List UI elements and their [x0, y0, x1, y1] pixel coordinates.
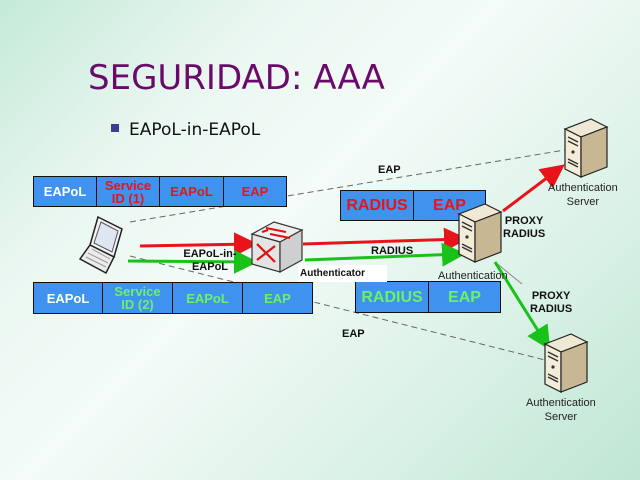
- eap-dashed-line-bottom: [129, 255, 546, 361]
- frame-bottom-cell-eapol-inner: EAPoL: [173, 283, 243, 313]
- radius-bottom-cell-radius: RADIUS: [356, 282, 429, 312]
- proxy-server-icon: [457, 203, 503, 263]
- proxy-radius-label-bottom: PROXY RADIUS: [530, 290, 573, 315]
- radius-frame-bottom: RADIUS EAP: [355, 281, 501, 313]
- authenticator-label: Authenticator: [298, 265, 387, 282]
- radius-top-cell-radius: RADIUS: [341, 191, 414, 220]
- red-flow-switch-proxy: [302, 227, 468, 252]
- laptop-icon: [78, 215, 123, 275]
- eap-label-bottom: EAP: [342, 328, 365, 340]
- eapol-in-eapol-label: EAPoL-in- EAPoL: [183, 248, 237, 273]
- bullet-square-icon: [111, 124, 119, 132]
- frame-top-cell-eapol-inner: EAPoL: [160, 177, 224, 206]
- frame-bottom-cell-eap: EAP: [264, 290, 291, 306]
- green-flow-switch-proxy: [304, 242, 466, 267]
- red-flow-proxy-server: [502, 164, 565, 213]
- proxy-server-label: Authentication: [438, 270, 508, 282]
- proxy-radius-label-top: PROXY RADIUS: [503, 215, 546, 240]
- radius-bottom-cell-eap: EAP: [448, 288, 481, 306]
- green-flow-laptop-switch: [127, 249, 258, 274]
- switch-icon: [250, 221, 304, 274]
- radius-link-label: RADIUS: [371, 245, 414, 257]
- eap-label-top: EAP: [378, 164, 401, 176]
- auth-server-bottom-icon: [543, 333, 589, 393]
- bullet-text: EAPoL-in-EAPoL: [129, 120, 261, 140]
- frame-top-cell-eapol: EAPoL: [34, 177, 97, 206]
- slide-title: SEGURIDAD: AAA: [88, 58, 385, 98]
- auth-server-label-bottom: Authentication Server: [526, 397, 596, 423]
- red-flow-laptop-switch: [139, 232, 258, 257]
- auth-server-label-top: Authentication Server: [548, 182, 618, 208]
- eap-dashed-line-top: [129, 149, 566, 223]
- gray-line-proxy: [494, 261, 523, 285]
- green-flow-proxy-server: [493, 261, 551, 351]
- auth-server-top-icon: [563, 118, 609, 178]
- frame-bottom-cell-eapol: EAPoL: [34, 283, 103, 313]
- frame-top-cell-eap: EAP: [241, 184, 269, 199]
- radius-top-cell-eap: EAP: [433, 197, 466, 214]
